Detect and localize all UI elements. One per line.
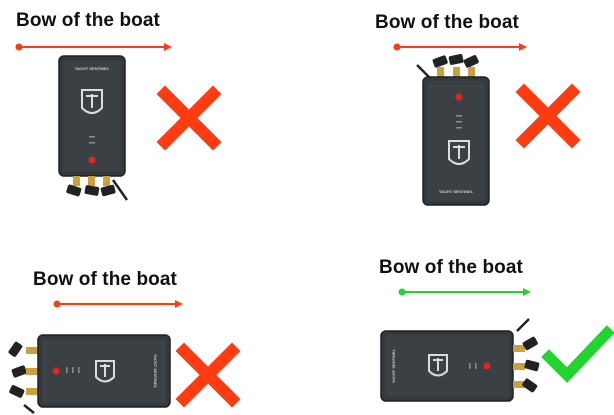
- device-image: YACHT SENTINEL: [377, 317, 547, 412]
- device-image: YACHT SENTINEL: [411, 45, 511, 215]
- svg-text:YACHT SENTINEL: YACHT SENTINEL: [75, 66, 110, 71]
- bow-label: Bow of the boat: [16, 10, 160, 32]
- bow-direction-arrow: [50, 297, 200, 311]
- cross-icon: [516, 84, 580, 148]
- bow-direction-arrow: [395, 285, 545, 299]
- device-image: YACHT SENTINEL: [55, 50, 155, 210]
- panel-horizontal-antennas-left: Bow of the boat YACHT SENTINEL: [0, 207, 307, 414]
- svg-text:YACHT SENTINEL: YACHT SENTINEL: [153, 354, 158, 389]
- panel-vertical-antennas-down: Bow of the boat YACHT SENTINEL: [0, 0, 307, 207]
- bow-label: Bow of the boat: [375, 12, 519, 34]
- cross-icon: [176, 343, 240, 407]
- panel-vertical-antennas-up: Bow of the boat YACHT SENTINEL: [307, 0, 614, 207]
- svg-text:YACHT SENTINEL: YACHT SENTINEL: [439, 189, 474, 194]
- panel-horizontal-antennas-right: Bow of the boat YACHT SENTINEL: [307, 207, 614, 414]
- bow-label: Bow of the boat: [379, 257, 523, 279]
- device-image: YACHT SENTINEL: [4, 325, 174, 415]
- check-icon: [543, 325, 613, 385]
- svg-text:YACHT SENTINEL: YACHT SENTINEL: [391, 348, 396, 383]
- bow-label: Bow of the boat: [33, 269, 177, 291]
- cross-icon: [157, 86, 221, 150]
